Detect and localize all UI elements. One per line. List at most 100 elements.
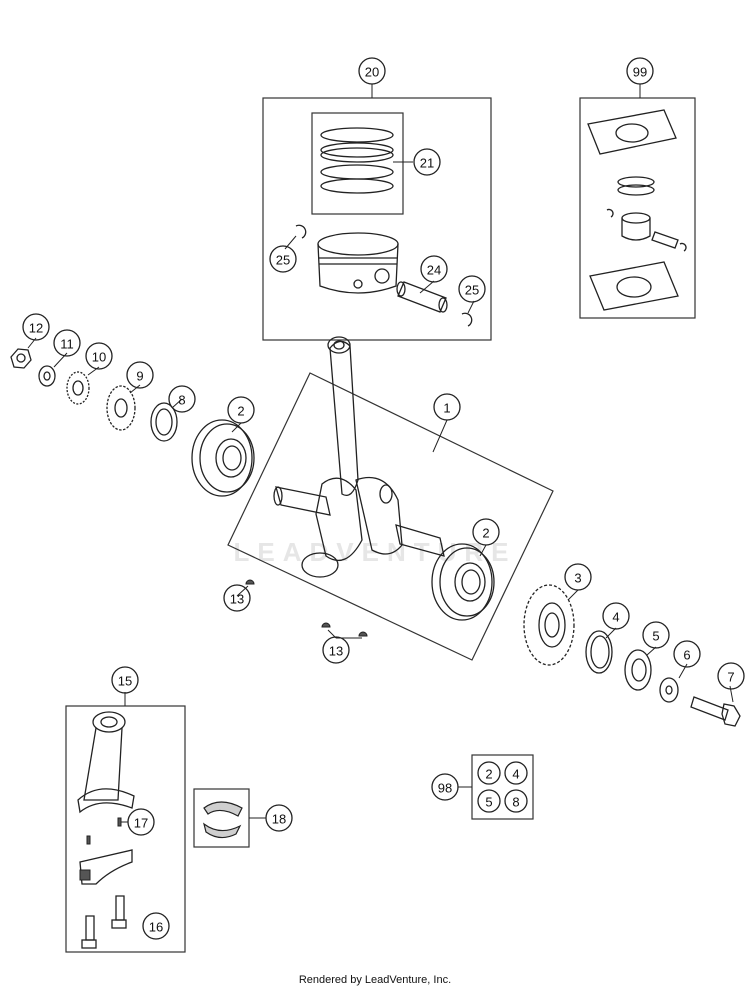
piston-pin bbox=[396, 281, 448, 313]
washer-hole bbox=[43, 371, 51, 381]
svg-text:13: 13 bbox=[329, 644, 343, 659]
spacer-ring bbox=[585, 630, 613, 674]
callout-13-left[interactable]: 13 bbox=[223, 584, 251, 612]
svg-text:2: 2 bbox=[237, 404, 244, 419]
piston-rings bbox=[320, 127, 394, 194]
svg-text:24: 24 bbox=[427, 263, 441, 278]
kit-98-item-2[interactable]: 2 bbox=[477, 761, 501, 785]
svg-text:20: 20 bbox=[365, 65, 379, 80]
callout-99[interactable]: 99 bbox=[626, 57, 654, 85]
small-gear bbox=[66, 371, 90, 405]
callout-25-left[interactable]: 25 bbox=[269, 245, 297, 273]
bearing-shell-box bbox=[193, 788, 250, 848]
gasket-kit-box bbox=[579, 97, 696, 319]
thrust-washer-hole bbox=[665, 685, 673, 695]
woodruff-key bbox=[358, 631, 368, 637]
svg-text:2: 2 bbox=[482, 526, 489, 541]
piston-group-box bbox=[262, 97, 492, 341]
connecting-rod-cap bbox=[79, 849, 133, 885]
piston-ring-box bbox=[311, 112, 404, 215]
svg-text:4: 4 bbox=[612, 610, 619, 625]
lock-washer bbox=[624, 649, 652, 691]
callout-5[interactable]: 5 bbox=[642, 621, 670, 649]
svg-text:16: 16 bbox=[149, 920, 163, 935]
connecting-rod bbox=[77, 711, 135, 814]
conrod-bolts bbox=[81, 895, 127, 949]
svg-text:8: 8 bbox=[512, 795, 519, 810]
callout-8[interactable]: 8 bbox=[168, 385, 196, 413]
woodruff-key bbox=[321, 622, 331, 628]
crank-bolt bbox=[690, 696, 741, 727]
dowel-pin bbox=[86, 835, 91, 845]
svg-text:3: 3 bbox=[574, 571, 581, 586]
svg-text:1: 1 bbox=[443, 401, 450, 416]
callout-17[interactable]: 17 bbox=[127, 808, 155, 836]
nut bbox=[10, 348, 32, 369]
piston bbox=[317, 232, 399, 294]
lock-washer-inner bbox=[631, 658, 647, 682]
callout-15[interactable]: 15 bbox=[111, 666, 139, 694]
svg-text:12: 12 bbox=[29, 321, 43, 336]
dowel-pin bbox=[117, 817, 122, 827]
circlip-right bbox=[461, 312, 473, 327]
callout-2-left[interactable]: 2 bbox=[227, 396, 255, 424]
circlip-left bbox=[295, 224, 307, 239]
callout-1[interactable]: 1 bbox=[433, 393, 461, 421]
leadventure-watermark: LEADVENTURE bbox=[233, 537, 517, 567]
callout-2-right[interactable]: 2 bbox=[472, 518, 500, 546]
callout-25-right[interactable]: 25 bbox=[458, 275, 486, 303]
kit-98-item-4[interactable]: 4 bbox=[504, 761, 528, 785]
svg-text:5: 5 bbox=[652, 629, 659, 644]
washer bbox=[38, 365, 56, 387]
primary-gear bbox=[523, 584, 575, 666]
svg-text:25: 25 bbox=[465, 283, 479, 298]
callout-10[interactable]: 10 bbox=[85, 342, 113, 370]
timing-gear-hub bbox=[114, 398, 128, 418]
svg-text:10: 10 bbox=[92, 350, 106, 365]
callout-13-right[interactable]: 13 bbox=[322, 636, 350, 664]
spacer-ring-inner bbox=[590, 635, 610, 669]
small-gear-hub bbox=[72, 380, 84, 396]
thrust-washer bbox=[659, 677, 679, 703]
crankshaft bbox=[273, 336, 445, 578]
callout-7[interactable]: 7 bbox=[717, 662, 745, 690]
callout-24[interactable]: 24 bbox=[420, 255, 448, 283]
footer-credit: Rendered by LeadVenture, Inc. bbox=[298, 974, 452, 986]
bearing-shells bbox=[203, 801, 243, 839]
callout-12[interactable]: 12 bbox=[22, 313, 50, 341]
callout-4[interactable]: 4 bbox=[602, 602, 630, 630]
primary-gear-bore bbox=[544, 612, 560, 638]
svg-text:98: 98 bbox=[438, 781, 452, 796]
callout-6[interactable]: 6 bbox=[673, 640, 701, 668]
svg-text:99: 99 bbox=[633, 65, 647, 80]
crankshaft-group-box bbox=[227, 372, 554, 661]
kit-98-item-5[interactable]: 5 bbox=[477, 789, 501, 813]
callout-21[interactable]: 21 bbox=[413, 148, 441, 176]
svg-text:15: 15 bbox=[118, 674, 132, 689]
callout-20[interactable]: 20 bbox=[358, 57, 386, 85]
svg-text:13: 13 bbox=[230, 592, 244, 607]
svg-text:7: 7 bbox=[727, 670, 734, 685]
seal-ring bbox=[150, 402, 178, 442]
seal-ring-inner bbox=[155, 408, 173, 436]
callout-3[interactable]: 3 bbox=[564, 563, 592, 591]
main-bearing-right bbox=[431, 543, 495, 621]
callout-9[interactable]: 9 bbox=[126, 361, 154, 389]
callout-18[interactable]: 18 bbox=[265, 804, 293, 832]
callout-16[interactable]: 16 bbox=[142, 912, 170, 940]
svg-text:25: 25 bbox=[276, 253, 290, 268]
nut-hole bbox=[16, 353, 26, 363]
svg-text:8: 8 bbox=[178, 393, 185, 408]
svg-text:17: 17 bbox=[134, 816, 148, 831]
primary-gear-hub bbox=[538, 602, 566, 648]
connecting-rod-box bbox=[65, 705, 186, 953]
kit-98-item-8[interactable]: 8 bbox=[504, 789, 528, 813]
main-bearing-left bbox=[191, 419, 255, 497]
woodruff-key bbox=[245, 579, 255, 585]
svg-text:18: 18 bbox=[272, 812, 286, 827]
callout-98[interactable]: 98 bbox=[431, 773, 459, 801]
gasket-kit-parts bbox=[587, 109, 687, 311]
callout-11[interactable]: 11 bbox=[53, 329, 81, 357]
svg-text:6: 6 bbox=[683, 648, 690, 663]
